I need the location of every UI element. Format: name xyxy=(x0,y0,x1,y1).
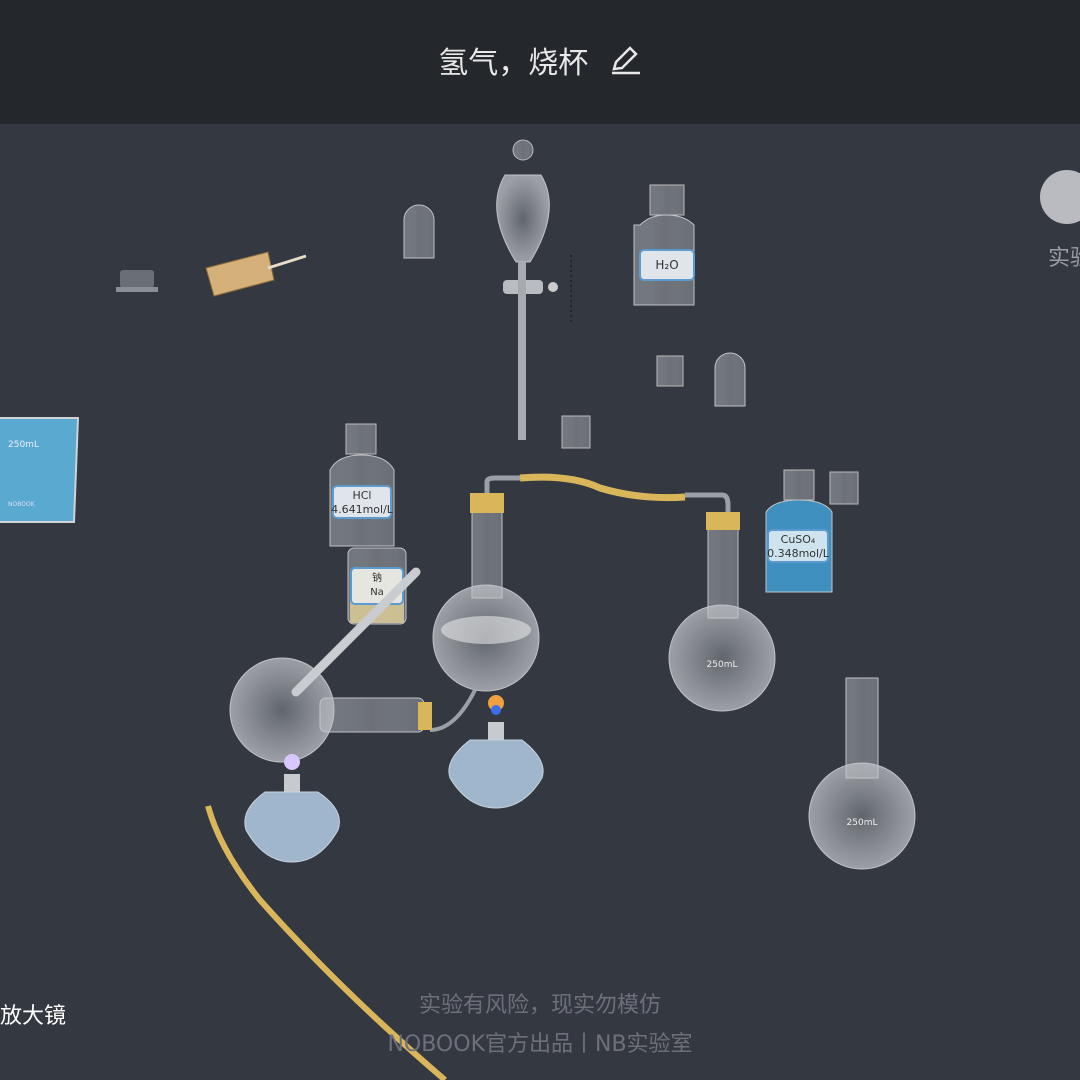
hcl-name: HCl xyxy=(352,489,372,502)
lab-stage[interactable]: 250mL 250mL xyxy=(0,124,1080,1080)
alcohol-lamp[interactable] xyxy=(448,695,544,809)
water-label: H₂O xyxy=(655,258,679,272)
glass-stopper[interactable] xyxy=(561,355,859,505)
bell-jar[interactable] xyxy=(714,352,746,407)
volume-label: 250mL xyxy=(847,818,878,828)
matchbox[interactable] xyxy=(205,251,307,297)
alcohol-lamp[interactable] xyxy=(244,754,340,863)
magnifier-button[interactable]: 放大镜 xyxy=(0,1004,67,1029)
warning-text: 实验有风险，现实勿模仿 xyxy=(418,993,661,1018)
beaker-brand: NOBOOK xyxy=(8,501,35,508)
reaction-bulb-tube[interactable] xyxy=(229,567,432,763)
cuso4-bottle[interactable] xyxy=(765,469,833,593)
round-bottom-flask[interactable]: 250mL xyxy=(808,677,916,870)
water-bottle[interactable] xyxy=(633,184,695,306)
title-text: 氢气，烧杯 xyxy=(438,46,589,81)
glass-tube xyxy=(484,475,731,512)
pencil-icon[interactable] xyxy=(608,43,642,77)
rubber-tube[interactable] xyxy=(205,805,447,1080)
experiment-title[interactable]: 氢气，烧杯 xyxy=(0,38,1080,82)
sodium-name: 钠 xyxy=(372,573,382,584)
separatory-funnel[interactable] xyxy=(496,139,572,440)
rubber-tube[interactable] xyxy=(519,473,686,502)
side-menu-button[interactable] xyxy=(1040,170,1080,224)
sodium-label: 钠 Na xyxy=(351,572,403,600)
beaker[interactable] xyxy=(0,417,80,523)
cuso4-name: CuSO₄ xyxy=(780,533,816,546)
hcl-bottle[interactable] xyxy=(329,423,395,547)
bell-jar[interactable] xyxy=(403,204,435,259)
side-menu-label[interactable]: 实验 xyxy=(1048,246,1080,271)
title-bar xyxy=(0,0,1080,124)
hcl-conc: 4.641mol/L xyxy=(331,503,393,516)
round-bottom-flask[interactable] xyxy=(432,493,540,692)
glass-tube xyxy=(429,689,477,732)
glass-stopper[interactable] xyxy=(116,270,158,292)
sodium-formula: Na xyxy=(370,587,384,598)
cuso4-conc: 0.348mol/L xyxy=(767,547,829,560)
beaker-volume: 250mL xyxy=(8,440,39,450)
round-bottom-flask[interactable]: 250mL xyxy=(668,512,776,712)
volume-label: 250mL xyxy=(707,660,738,670)
credit-text: NOBOOK官方出品丨NB实验室 xyxy=(387,1032,693,1057)
